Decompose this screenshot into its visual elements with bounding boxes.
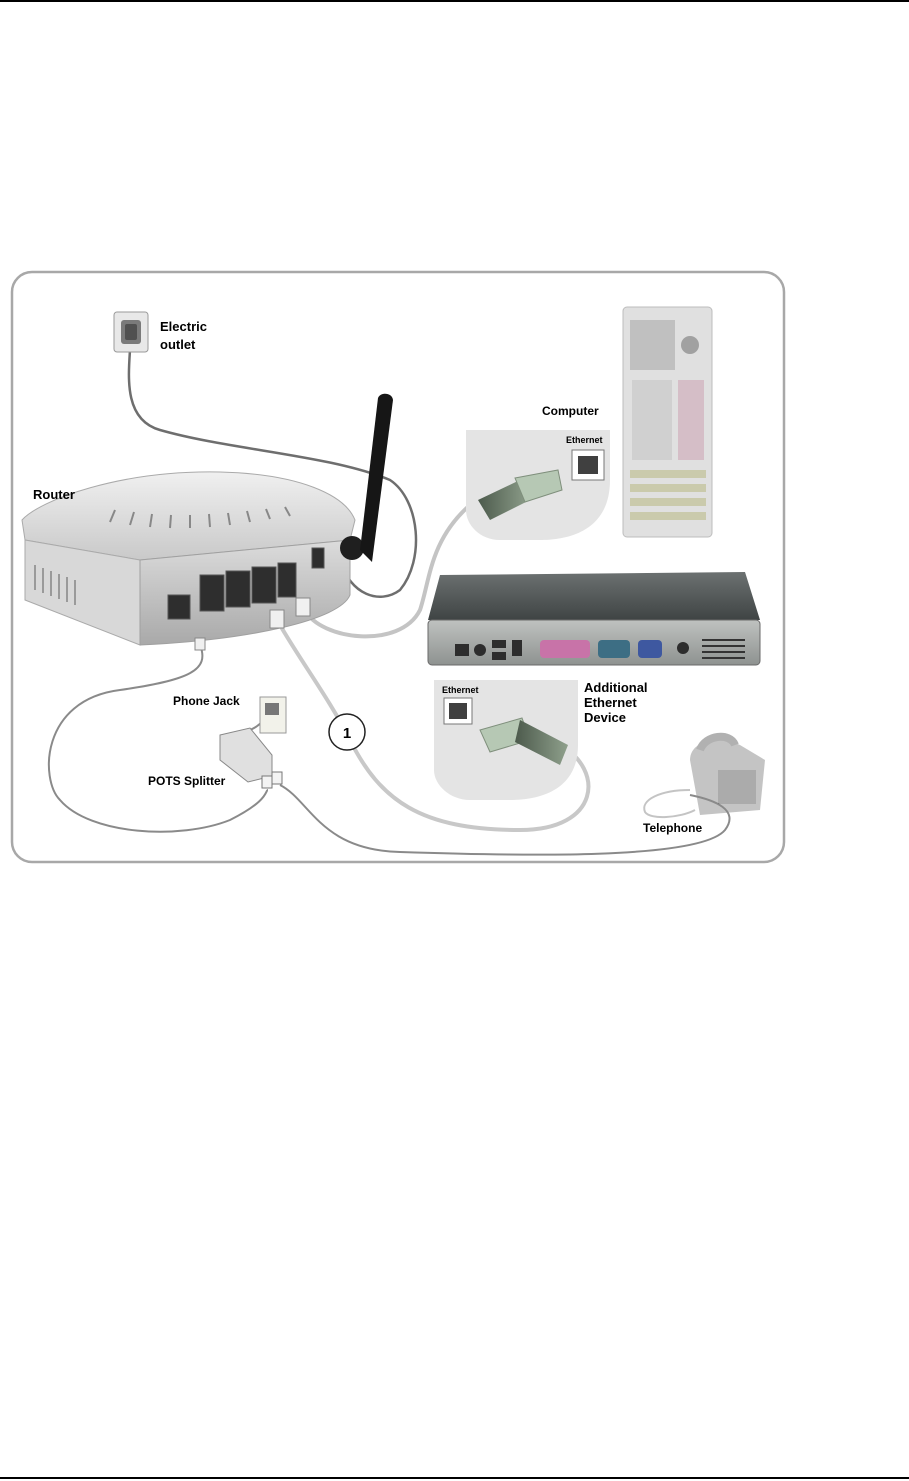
- device-ethernet-label: Ethernet: [442, 685, 479, 695]
- computer-label: Computer: [542, 404, 599, 418]
- phone-jack-label: Phone Jack: [173, 694, 240, 708]
- router-label: Router: [33, 487, 75, 502]
- ethernet-port-icon: [444, 698, 472, 724]
- bottom-rule: [0, 1477, 909, 1479]
- computer-ethernet-label: Ethernet: [566, 435, 603, 445]
- ethernet-port-icon: [572, 450, 604, 480]
- callout-badge: 1: [329, 714, 365, 750]
- callout-number: 1: [343, 725, 351, 742]
- phone-jack-icon: [260, 697, 286, 733]
- telephone-label: Telephone: [643, 821, 702, 835]
- pots-splitter-label: POTS Splitter: [148, 774, 226, 788]
- laptop-icon: [428, 572, 760, 665]
- computer-tower-icon: [623, 307, 712, 537]
- electric-outlet-icon: [114, 312, 148, 352]
